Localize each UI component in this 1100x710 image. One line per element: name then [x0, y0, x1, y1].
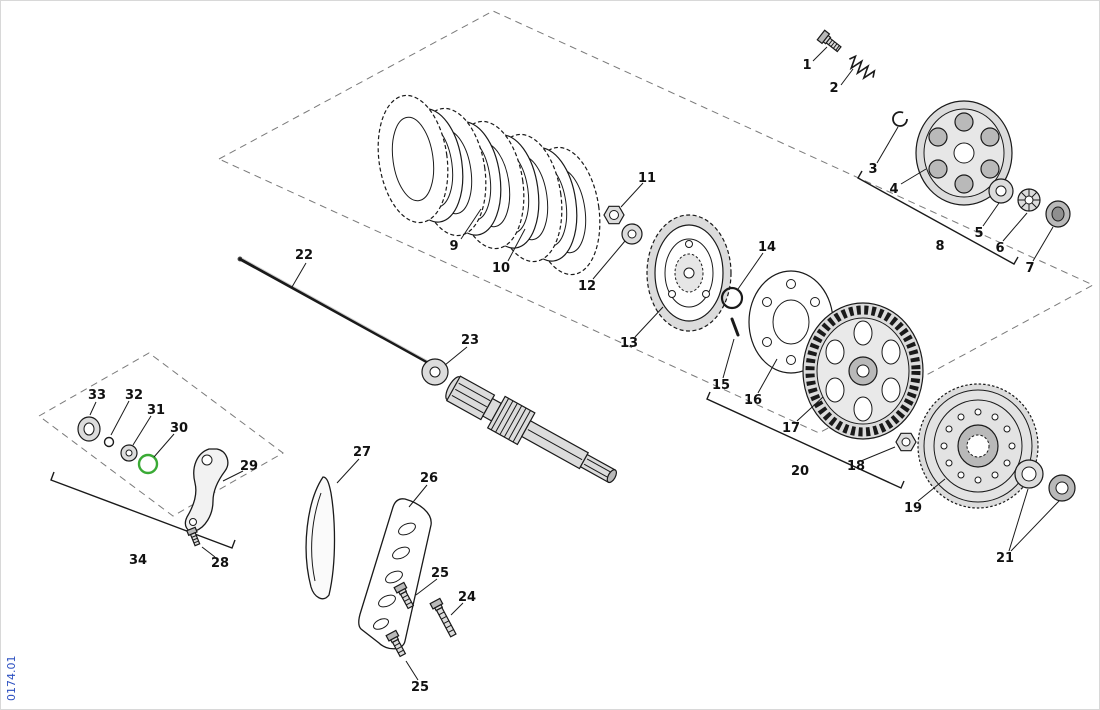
- callout-10: 10: [492, 261, 510, 276]
- callout-22: 22: [295, 248, 313, 263]
- part-18-nut: [895, 432, 917, 452]
- bracket-group-20: [706, 391, 905, 489]
- leader-lines: [89, 46, 1060, 681]
- callout-19: 19: [904, 501, 922, 516]
- callout-9: 9: [449, 239, 458, 254]
- callout-34: 34: [129, 553, 147, 568]
- dashed-bounding-boxes: [38, 10, 1095, 517]
- part-7-cap: [1045, 200, 1071, 228]
- callout-12: 12: [578, 279, 596, 294]
- callout-23: 23: [461, 333, 479, 348]
- part-24-bolt: [429, 597, 457, 638]
- callout-15: 15: [712, 378, 730, 393]
- callout-13: 13: [620, 336, 638, 351]
- callout-29: 29: [240, 459, 258, 474]
- callout-3: 3: [868, 162, 877, 177]
- callout-20: 20: [791, 464, 809, 479]
- callout-26: 26: [420, 471, 438, 486]
- part-15-pin: [730, 317, 740, 337]
- callout-14: 14: [758, 240, 776, 255]
- part-17-clutch-basket: [802, 302, 924, 440]
- document-code: 0174.01: [5, 656, 18, 702]
- callout-28: 28: [211, 556, 229, 571]
- part-31-washer: [120, 444, 138, 462]
- part-9-10-clutch-plate-stack: [377, 94, 601, 276]
- part-19-primary-gear: [917, 383, 1039, 509]
- callout-18: 18: [847, 459, 865, 474]
- callout-25b: 25: [411, 680, 429, 695]
- part-27-lever: [305, 476, 336, 600]
- callout-21: 21: [996, 551, 1014, 566]
- part-4-pressure-plate: [915, 100, 1013, 206]
- part-11-nut: [603, 205, 625, 225]
- bracket-group-8: [857, 170, 1019, 265]
- part-5-washer: [988, 178, 1014, 204]
- callout-2: 2: [829, 81, 838, 96]
- bracket-group-34: [50, 471, 236, 549]
- callout-8: 8: [935, 239, 944, 254]
- callout-5: 5: [974, 226, 983, 241]
- part-32-ring: [103, 436, 115, 448]
- callout-30: 30: [170, 421, 188, 436]
- dashed-box-main: [217, 10, 1095, 434]
- callout-6: 6: [995, 241, 1004, 256]
- callout-32: 32: [125, 388, 143, 403]
- part-30-oring: [137, 453, 159, 475]
- part-28-bolt: [186, 526, 201, 547]
- part-13-clutch-hub: [646, 214, 732, 332]
- callout-7: 7: [1025, 261, 1034, 276]
- part-25-bolt-lower: [385, 629, 407, 658]
- part-1-bolt: [816, 29, 842, 53]
- part-14-ring: [720, 286, 744, 310]
- callout-25a: 25: [431, 566, 449, 581]
- callout-11: 11: [638, 171, 656, 186]
- gear-rivet-holes: [940, 408, 1016, 484]
- callout-1: 1: [802, 58, 811, 73]
- callout-16: 16: [744, 393, 762, 408]
- part-6-star-washer: [1017, 188, 1041, 212]
- part-29-release-arm: [184, 448, 229, 532]
- callout-17: 17: [782, 421, 800, 436]
- callout-4: 4: [889, 182, 898, 197]
- callout-27: 27: [353, 445, 371, 460]
- clutch-shaft: [445, 375, 618, 484]
- callout-labels: 1 2 3 4 5 6 7 8 9 10 11 12 13 14 15 16 1…: [88, 58, 1035, 695]
- group-brackets: [50, 170, 1019, 549]
- dashed-box-release-group: [38, 352, 284, 517]
- part-22-push-rod: [237, 256, 431, 365]
- part-33-seal-cap: [77, 416, 101, 442]
- part-3-circlip: [892, 111, 908, 127]
- part-25-bolt-upper: [393, 581, 415, 610]
- part-23-washer: [421, 358, 449, 386]
- callout-33: 33: [88, 388, 106, 403]
- callout-31: 31: [147, 403, 165, 418]
- part-12-washer: [621, 223, 643, 245]
- part-26-guide-plate: [358, 498, 432, 650]
- callout-24: 24: [458, 590, 476, 605]
- part-21-bearings: [1014, 459, 1076, 502]
- part-2-spring: [849, 54, 876, 81]
